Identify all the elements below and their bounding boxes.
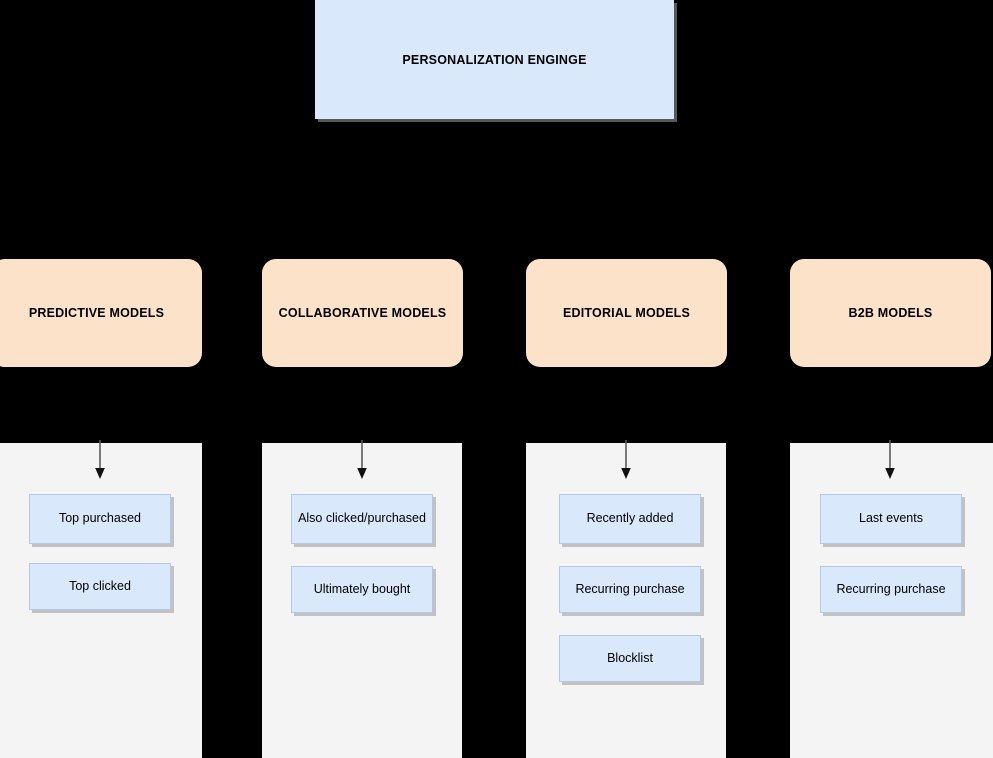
item-box-top-purchased[interactable]: Top purchased [29, 494, 171, 544]
item-box-last-events[interactable]: Last events [820, 494, 962, 544]
model-box-b2b[interactable]: B2B MODELS [790, 259, 991, 367]
model-box-editorial-label: EDITORIAL MODELS [562, 306, 691, 320]
item-box-top-clicked[interactable]: Top clicked [29, 563, 171, 610]
item-label-last-events: Last events [859, 511, 923, 526]
item-label-recently-added: Recently added [586, 511, 674, 526]
model-box-b2b-label: B2B MODELS [848, 306, 933, 320]
item-label-recurring-purchase-b2b: Recurring purchase [836, 581, 946, 596]
model-box-collaborative-label: COLLABORATIVE MODELS [278, 306, 447, 320]
item-label-ultimately-bought: Ultimately bought [313, 581, 411, 596]
item-box-also-clicked-purchased[interactable]: Also clicked/purchased [291, 494, 433, 544]
down-arrow-icon-predictive [95, 440, 105, 479]
model-box-collaborative[interactable]: COLLABORATIVE MODELS [262, 259, 463, 367]
personalization-engine-label: PERSONALIZATION ENGINGE [402, 52, 587, 67]
item-box-blocklist[interactable]: Blocklist [559, 635, 701, 682]
item-box-ultimately-bought[interactable]: Ultimately bought [291, 566, 433, 613]
item-label-top-purchased: Top purchased [58, 511, 141, 526]
personalization-engine-box[interactable]: PERSONALIZATION ENGINGE [315, 0, 674, 119]
item-label-recurring-purchase-editorial: Recurring purchase [575, 581, 685, 596]
down-arrow-icon-b2b [885, 440, 895, 479]
down-arrow-icon-editorial [621, 440, 631, 479]
model-box-predictive-label: PREDICTIVE MODELS [28, 306, 165, 320]
item-label-top-clicked: Top clicked [69, 578, 131, 593]
item-box-recurring-purchase-b2b[interactable]: Recurring purchase [820, 566, 962, 613]
item-box-recurring-purchase-editorial[interactable]: Recurring purchase [559, 566, 701, 613]
item-label-also-clicked-purchased: Also clicked/purchased [298, 511, 426, 526]
down-arrow-icon-collaborative [357, 440, 367, 479]
model-box-predictive[interactable]: PREDICTIVE MODELS [0, 259, 202, 367]
item-label-blocklist: Blocklist [607, 650, 653, 665]
item-box-recently-added[interactable]: Recently added [559, 494, 701, 544]
model-box-editorial[interactable]: EDITORIAL MODELS [526, 259, 727, 367]
